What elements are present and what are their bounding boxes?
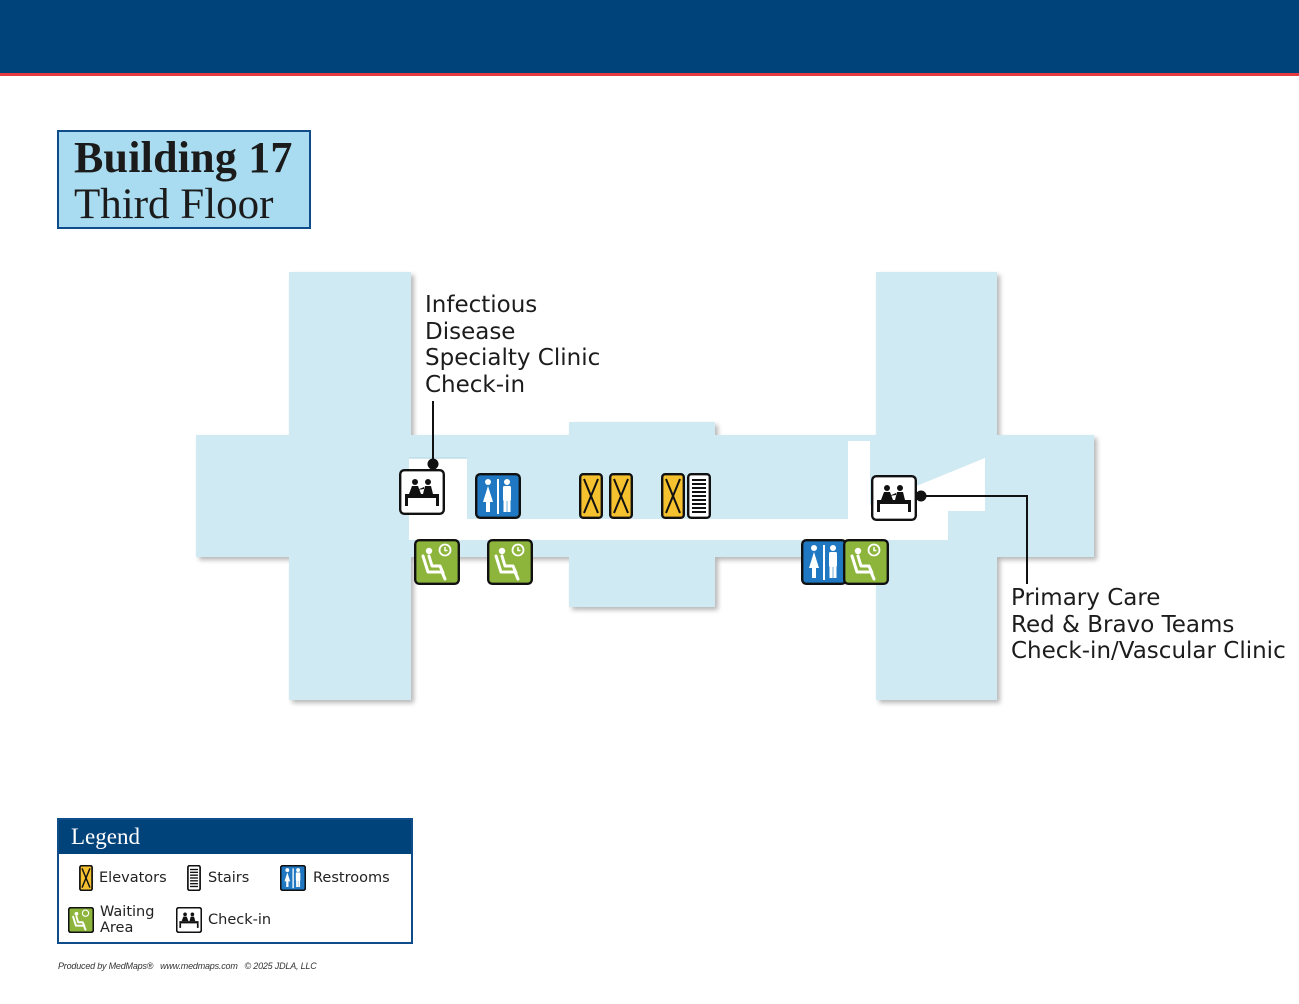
check-in-icon-primary-care[interactable] — [871, 475, 917, 521]
legend-label: Restrooms — [313, 870, 390, 886]
label-line: Check-in/Vascular Clinic — [1011, 638, 1286, 664]
stairs-icon[interactable] — [687, 473, 711, 519]
floor-title: Third Floor — [74, 181, 274, 228]
waiting-area-icon-3[interactable] — [843, 539, 889, 585]
restroom-icon — [280, 865, 306, 891]
header-bar — [0, 0, 1299, 73]
restroom-icon-north[interactable] — [475, 473, 521, 519]
label-infectious-disease: Infectious Disease Specialty Clinic Chec… — [425, 292, 600, 398]
label-line: Check-in — [425, 371, 526, 398]
legend-label: Check-in — [208, 912, 272, 928]
label-line: Specialty Clinic — [425, 345, 601, 371]
footer-produced-by: Produced by MedMaps® — [58, 961, 154, 971]
label-primary-care: Primary Care Red & Bravo Teams Check-in/… — [1011, 585, 1286, 665]
label-line: Red & Bravo Teams — [1011, 611, 1235, 638]
restroom-icon-south[interactable] — [801, 539, 847, 585]
check-in-icon — [176, 907, 202, 933]
elevator-icon-2[interactable] — [609, 473, 633, 519]
label-line: Disease — [425, 318, 516, 345]
footer: Produced by MedMaps® www.medmaps.com © 2… — [58, 961, 317, 971]
stairs-icon — [187, 865, 201, 891]
waiting-area-icon — [68, 907, 94, 933]
legend-label: Elevators — [99, 870, 167, 886]
elevator-icon-3[interactable] — [661, 473, 685, 519]
legend-label: Waiting — [100, 904, 155, 920]
header-stripe — [0, 73, 1299, 76]
legend-label: Area — [100, 920, 134, 936]
elevator-icon-1[interactable] — [579, 473, 603, 519]
label-line: Infectious — [425, 292, 538, 318]
check-in-icon-infectious-disease[interactable] — [399, 469, 445, 515]
legend: Legend Elevators Stairs — [57, 818, 413, 944]
legend-title: Legend — [59, 820, 411, 854]
footer-url[interactable]: www.medmaps.com — [160, 961, 238, 971]
title-box: Building 17 Third Floor — [57, 130, 311, 229]
leader-line-infectious-disease — [427, 401, 439, 470]
elevator-icon — [79, 865, 93, 891]
footer-copyright: © 2025 JDLA, LLC — [244, 961, 317, 971]
legend-label: Stairs — [208, 870, 250, 886]
waiting-area-icon-2[interactable] — [487, 539, 533, 585]
label-line: Primary Care — [1011, 585, 1161, 611]
waiting-area-icon-1[interactable] — [414, 539, 460, 585]
leader-line-primary-care — [915, 490, 1028, 584]
building-title: Building 17 — [74, 133, 293, 182]
